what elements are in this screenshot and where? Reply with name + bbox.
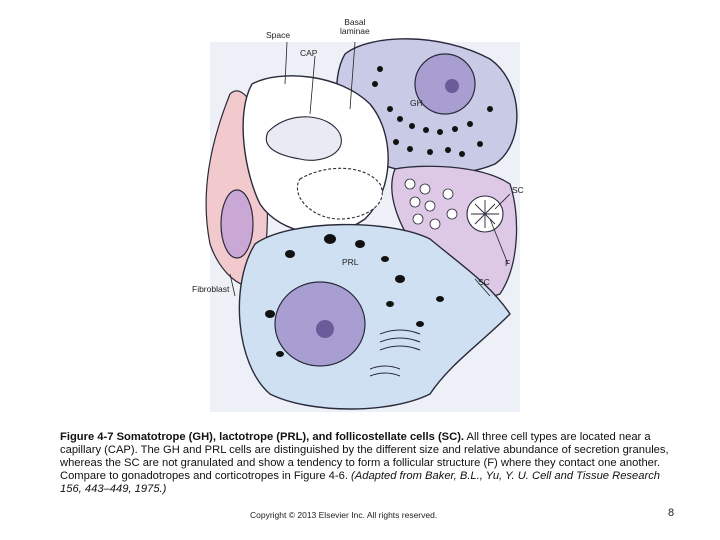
prl-granules (265, 234, 444, 357)
gh-granules (372, 66, 493, 157)
label-sc-upper: SC (512, 185, 524, 195)
label-prl: PRL (342, 257, 359, 267)
label-space: Space (266, 30, 291, 40)
caption-citation: (Adapted from Baker, B.L., Yu, Y. U. Cel… (60, 470, 661, 495)
prl-nucleolus (316, 320, 334, 338)
cell-diagram (205, 38, 520, 412)
figure-caption: Figure 4-7 Somatotrope (GH), lactotrope … (60, 431, 680, 496)
label-sc-lower: SC (478, 277, 490, 287)
follicle-microvilli (471, 200, 499, 228)
caption-title: Figure 4-7 Somatotrope (GH), lactotrope … (60, 431, 465, 443)
golgi-apparatus (369, 329, 421, 377)
label-gh: GH (410, 98, 423, 108)
label-f: F (505, 258, 511, 268)
endothelial-cell (265, 116, 342, 161)
label-cap: CAP (300, 48, 318, 58)
fibroblast-nucleus (220, 189, 254, 259)
sc-vacuoles (404, 178, 458, 230)
label-basal-laminae: Basal laminae (340, 17, 370, 36)
gh-nucleolus (445, 79, 459, 93)
label-fibroblast: Fibroblast (192, 284, 230, 294)
label-leaders (229, 41, 511, 297)
gh-nucleus (414, 53, 476, 115)
pituitary-cells-illustration: Space Basal laminae CAP GH SC PRL F SC F… (190, 14, 530, 414)
capillary-lumen (297, 167, 383, 220)
copyright-notice: Copyright © 2013 Elsevier Inc. All right… (250, 510, 438, 520)
page-number: 8 (668, 507, 675, 519)
caption-body: All three cell types are located near a … (60, 431, 669, 482)
